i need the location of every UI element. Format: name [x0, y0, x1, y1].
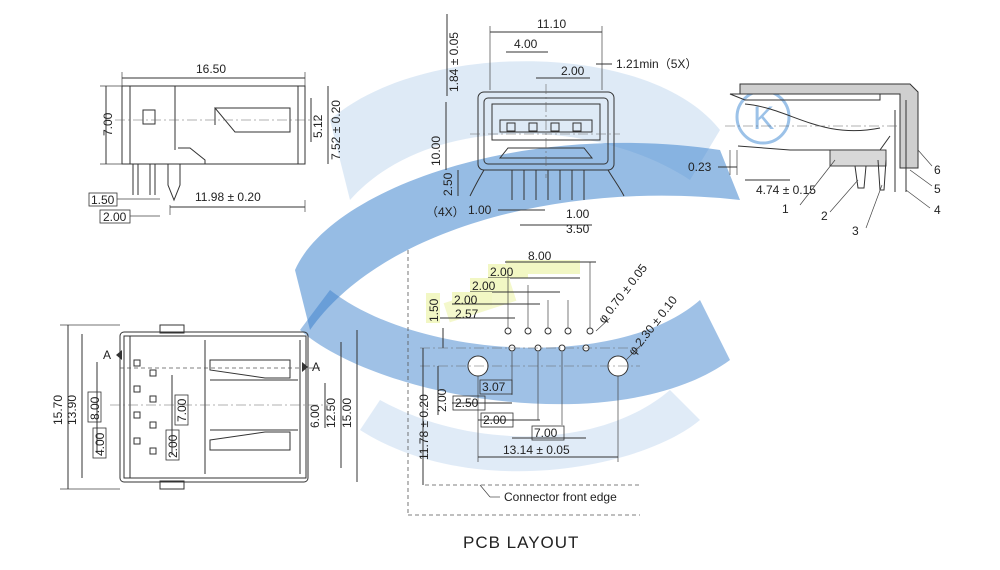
dim-6-00: 6.00	[308, 404, 322, 428]
dim-7-00: 7.00	[175, 398, 189, 422]
callout-5: 5	[934, 182, 941, 196]
dim-4-00: 4.00	[514, 37, 538, 51]
registered-logo: K	[735, 89, 791, 145]
callout-2: 2	[821, 209, 828, 223]
box-1-50: 1.50	[91, 193, 115, 207]
dim-8-00: 8.00	[88, 396, 102, 420]
dim-13-90: 13.90	[65, 395, 79, 425]
pcb-dim-7-00: 7.00	[534, 426, 558, 440]
section-a-right: A	[312, 360, 320, 374]
callout-3: 3	[852, 224, 859, 238]
front-view: 11.10 4.00 2.00 1.21min（5X） 1.84 ± 0.05 …	[426, 14, 697, 236]
front-edge-label: Connector front edge	[504, 490, 617, 504]
dim-15-70: 15.70	[51, 395, 65, 425]
section-view: 0.23 4.74 ± 0.15 1 2 3 4 5 6	[688, 83, 941, 238]
dim-4-74: 4.74 ± 0.15	[756, 183, 816, 197]
dim-2-00: 2.00	[166, 434, 180, 458]
side-view: 16.50 7.00 5.12 7.52 ± 0.20 11.98 ± 0.20…	[88, 62, 343, 224]
pcb-dim-11-78: 11.78 ± 0.20	[417, 394, 431, 460]
min-1-21: 1.21min（5X）	[616, 57, 697, 71]
dim-7-52: 7.52 ± 0.20	[329, 100, 343, 160]
dim-11-10: 11.10	[537, 17, 566, 31]
dim-4-00: 4.00	[93, 432, 107, 456]
section-a-left: A	[103, 348, 111, 362]
pcb-dim-2-00-c: 2.00	[454, 293, 478, 307]
dim-7-00: 7.00	[101, 112, 115, 136]
dim-1-00-a: 1.00	[468, 203, 492, 217]
dim-15-00: 15.00	[340, 398, 354, 428]
dim-5-12: 5.12	[311, 114, 325, 138]
dim-0-23: 0.23	[688, 160, 712, 174]
callout-6: 6	[934, 163, 941, 177]
watermark-logo	[295, 61, 740, 472]
pcb-dim-2-50: 2.50	[455, 396, 479, 410]
pcb-dim-1-50: 1.50	[427, 298, 441, 322]
dim-2-50: 2.50	[441, 172, 455, 196]
pcb-dim-2-00-b: 2.00	[472, 279, 496, 293]
pcb-dim-2-57: 2.57	[455, 307, 479, 321]
box-2-00: 2.00	[103, 210, 127, 224]
top-view: 15.70 13.90 8.00 4.00 2.00 7.00 A A 6.00…	[51, 324, 358, 490]
pcb-dim-13-14: 13.14 ± 0.05	[503, 443, 570, 457]
dim-10-00: 10.00	[429, 136, 443, 166]
dim-1-00-b: 1.00	[566, 207, 590, 221]
dim-3-50: 3.50	[566, 222, 590, 236]
times-4x: （4X）	[426, 205, 465, 219]
pcb-dim-3-07: 3.07	[482, 380, 506, 394]
pcb-layout-title: PCB LAYOUT	[463, 533, 579, 552]
callout-1: 1	[782, 202, 789, 216]
pcb-dim-8-00: 8.00	[528, 249, 552, 263]
callout-4: 4	[934, 203, 941, 217]
pcb-dim-2-00-a: 2.00	[490, 265, 514, 279]
dim-12-50: 12.50	[324, 398, 338, 428]
pcb-dim-2-00-d: 2.00	[483, 413, 507, 427]
dim-2-00: 2.00	[561, 64, 585, 78]
pcb-dim-2-00-v: 2.00	[435, 388, 449, 412]
dim-16-50: 16.50	[196, 62, 226, 76]
dim-11-98: 11.98 ± 0.20	[195, 190, 261, 204]
dim-1-84: 1.84 ± 0.05	[447, 32, 461, 92]
hole-small-dia: φ 0.70 ± 0.05	[595, 261, 650, 326]
